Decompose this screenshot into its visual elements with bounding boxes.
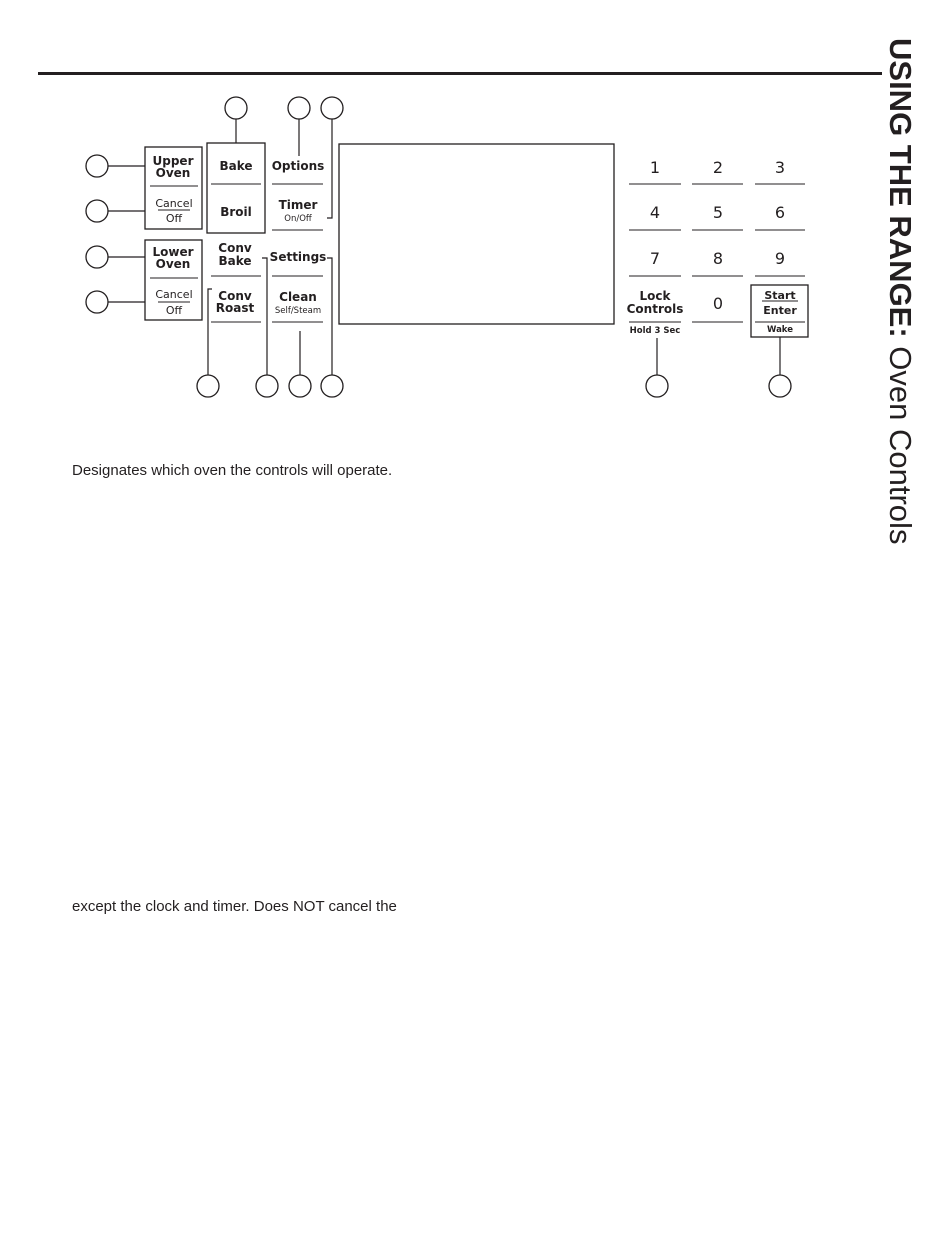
upper-off-label: Off <box>166 212 183 225</box>
clean-self-steam-label: Self/Steam <box>275 306 321 316</box>
digit-4: 4 <box>650 203 660 222</box>
digit-8: 8 <box>713 249 723 268</box>
settings-label: Settings <box>270 250 327 264</box>
display-window <box>338 143 615 325</box>
broil-label: Broil <box>220 205 252 219</box>
callout-circle <box>255 374 279 398</box>
lower-cancel-label: Cancel <box>155 288 192 301</box>
callout-circle <box>85 199 109 223</box>
timer-onoff-label: On/Off <box>284 214 313 224</box>
options-label: Options <box>272 159 325 173</box>
callout-circle <box>224 96 248 120</box>
enter-label: Enter <box>763 304 797 317</box>
bake-broil-box <box>206 142 266 234</box>
digit-7: 7 <box>650 249 660 268</box>
digit-9: 9 <box>775 249 785 268</box>
callout-circle <box>768 374 792 398</box>
upper-oven-box <box>144 146 203 230</box>
conv-bake-label-2: Bake <box>218 254 251 268</box>
digit-6: 6 <box>775 203 785 222</box>
body-text-line-1: Designates which oven the controls will … <box>72 462 393 479</box>
clean-label: Clean <box>279 290 317 304</box>
callout-circle <box>320 96 344 120</box>
top-rule <box>38 72 882 75</box>
lock-label-2: Controls <box>627 302 684 316</box>
body-text-line-2: except the clock and timer. Does NOT can… <box>72 898 397 915</box>
digit-3: 3 <box>775 158 785 177</box>
callout-circle <box>85 290 109 314</box>
digit-1: 1 <box>650 158 660 177</box>
wake-label: Wake <box>767 325 793 335</box>
callout-circle <box>645 374 669 398</box>
conv-bake-label-1: Conv <box>218 241 252 255</box>
lower-oven-box <box>144 239 203 321</box>
callout-circle <box>196 374 220 398</box>
control-panel-diagram: Upper Oven Cancel Off Lower Oven Cancel … <box>85 96 809 398</box>
callout-circle <box>85 245 109 269</box>
start-label: Start <box>764 289 795 302</box>
callout-circle <box>287 96 311 120</box>
lower-off-label: Off <box>166 304 183 317</box>
callout-circle <box>288 374 312 398</box>
callout-circle <box>85 154 109 178</box>
upper-oven-label-2: Oven <box>156 166 191 180</box>
upper-oven-label-1: Upper <box>153 154 194 168</box>
lock-label-1: Lock <box>640 289 672 303</box>
lower-oven-label-1: Lower <box>152 245 193 259</box>
timer-label: Timer <box>279 198 318 212</box>
digit-2: 2 <box>713 158 723 177</box>
lock-hold-label: Hold 3 Sec <box>630 326 681 336</box>
bake-label: Bake <box>219 159 252 173</box>
conv-roast-label-2: Roast <box>216 301 255 315</box>
digit-5: 5 <box>713 203 723 222</box>
conv-roast-label-1: Conv <box>218 289 252 303</box>
upper-cancel-label: Cancel <box>155 197 192 210</box>
callout-circle <box>320 374 344 398</box>
digit-0: 0 <box>713 294 723 313</box>
lower-oven-label-2: Oven <box>156 257 191 271</box>
